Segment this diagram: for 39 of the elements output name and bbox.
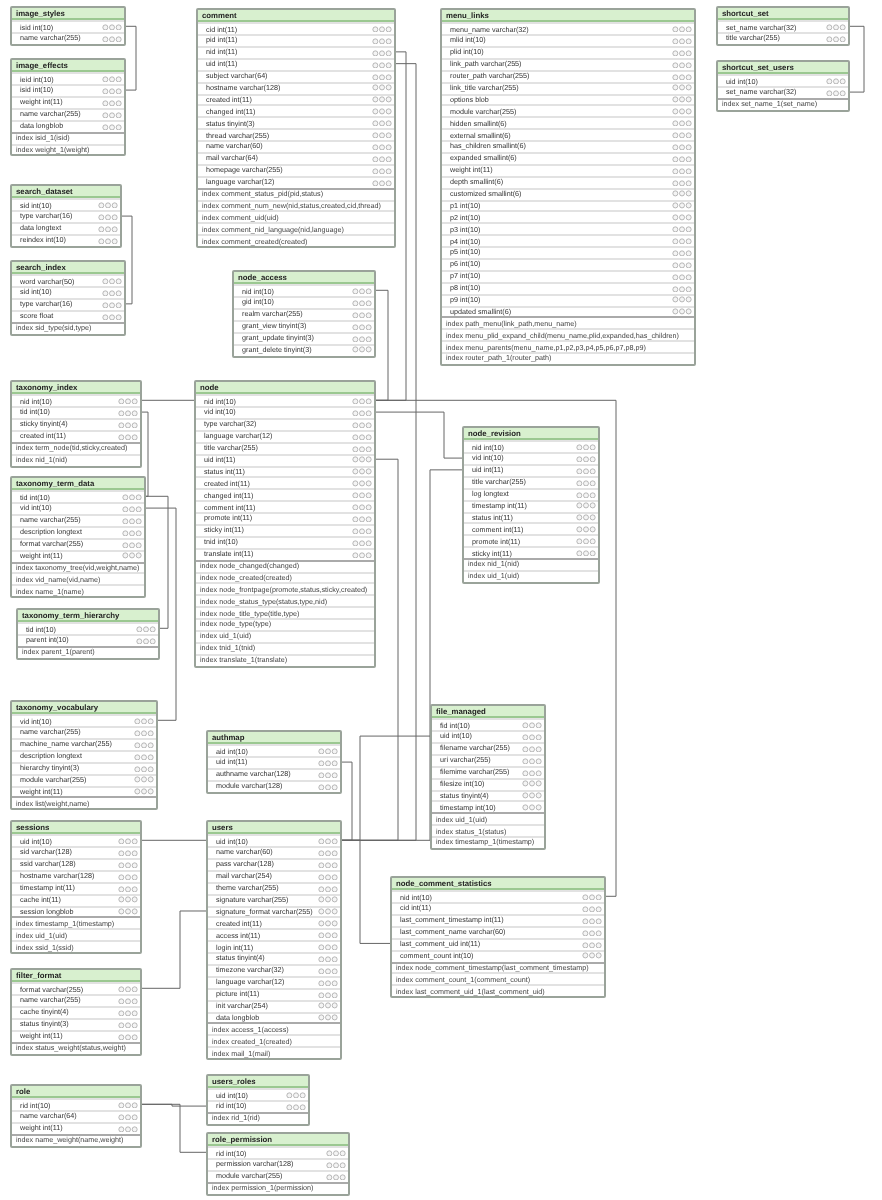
table-box: [10, 700, 158, 811]
relationship-line: [141, 399, 195, 401]
relationship-line: [375, 411, 463, 459]
table-box: [206, 1074, 310, 1126]
table-box: [462, 426, 600, 584]
relationship-line: [141, 1103, 207, 1153]
relationship-line: [145, 507, 177, 721]
relationship-line: [341, 761, 353, 841]
table-box: [10, 184, 122, 248]
table-box: [716, 60, 850, 112]
relationship-line: [141, 411, 149, 497]
relationship-line: [125, 25, 137, 91]
relationship-line: [141, 910, 207, 989]
table-box: [206, 820, 342, 1061]
table-box: [206, 1132, 350, 1196]
relationship-line: [375, 399, 617, 897]
table-box: [10, 1084, 142, 1148]
table-box: [206, 730, 342, 794]
table-box: [10, 476, 146, 599]
relationship-line: [141, 839, 207, 841]
table-box: [232, 270, 376, 358]
table-box: [16, 608, 160, 660]
table-box: [10, 968, 142, 1056]
table-box: [194, 380, 376, 668]
table-box: [196, 8, 396, 249]
relationship-line: [121, 215, 133, 305]
table-box: [390, 876, 606, 999]
table-box: [10, 380, 142, 468]
relationship-line: [375, 289, 389, 401]
relationship-line: [145, 495, 169, 629]
table-box: [440, 8, 696, 367]
table-box: [716, 6, 850, 46]
relationship-line: [849, 25, 865, 93]
table-box: [10, 6, 126, 46]
table-box: [10, 260, 126, 336]
table-box: [430, 704, 546, 850]
table-box: [10, 820, 142, 955]
relationship-line: [341, 839, 391, 944]
table-box: [10, 58, 126, 157]
